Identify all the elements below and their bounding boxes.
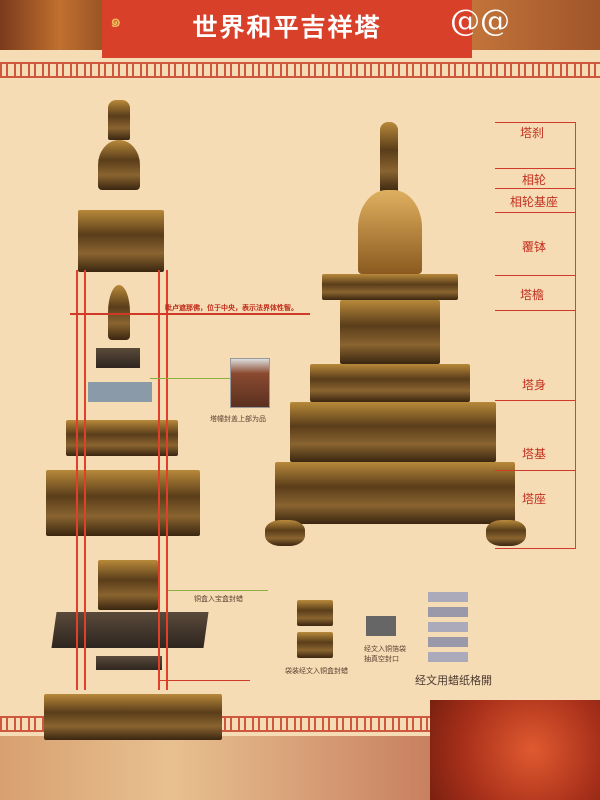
inner-plate [96,656,162,670]
guide-line [160,680,250,681]
wax-paper [428,637,468,647]
tiered-body [310,364,470,402]
label-pedestal: 塔座 [522,492,547,506]
vairocana-caption: 毗卢遮那佛，位于中央，表示法界体性智。 [165,303,298,312]
dome [358,190,422,274]
lion-foot [265,520,305,546]
pointer-line [150,378,230,379]
label-line [495,275,575,276]
copper-box [297,632,333,658]
top-box-caption: 塔幢封盖上部为品 [210,415,266,423]
bagged-scripture-caption: 袋装经文入铜盒封蜡 [285,667,348,675]
label-eave: 塔檐 [520,288,545,302]
copper-box-lid [297,600,333,626]
wax-paper [428,652,468,662]
label-dome: 覆钵 [522,240,547,254]
caption-line [70,313,310,315]
label-line [495,548,575,549]
guide-line [166,270,168,690]
label-line [495,310,575,311]
spire-top [108,100,130,140]
buddha-statue [108,285,130,340]
statue-base [96,348,140,368]
guide-line [158,270,160,690]
spire [380,122,398,192]
base-section [46,470,200,536]
cloud-icon: ๑ [110,11,122,32]
eave-section [78,210,164,272]
label-line [495,188,575,189]
label-rings: 相轮 [522,173,547,187]
copper-box-caption: 铜盒入宝盒封蜡 [194,595,243,603]
eave [322,274,458,300]
guide-line [84,270,86,690]
glass-case [230,358,270,408]
wax-paper [428,592,468,602]
shrine-body [340,300,440,364]
stupa-base [290,402,496,462]
guide-line [76,270,78,690]
label-body: 塔身 [522,378,547,392]
label-line [495,470,575,471]
meander-border-top [0,62,600,78]
spire-dome [98,140,140,190]
label-spire: 塔刹 [520,126,545,140]
lion-foot-pedestal [44,694,222,740]
stupa-pedestal [275,462,515,524]
label-line [495,212,575,213]
decorative-dragon [430,700,600,800]
treasure-box [98,560,158,610]
label-line [495,400,575,401]
wax-paper-caption: 经文用蜡纸格開 [415,674,492,687]
page-title: 世界和平吉祥塔 [192,13,382,42]
lion-foot [486,520,526,546]
wax-paper [428,622,468,632]
label-line [495,122,575,123]
label-ring-base: 相轮基座 [510,195,559,209]
inner-box [88,382,152,402]
cloud-icon: @@ [450,4,510,39]
decorative-carving [0,736,430,800]
wax-paper [428,607,468,617]
label-line [495,168,575,169]
foil-bag-caption: 经文入铜箔袋 抽真空封口 [364,645,406,663]
label-foundation: 塔基 [522,447,547,461]
title-banner [102,0,472,58]
body-section [66,420,178,456]
foil-bag [366,616,396,636]
pointer-line [168,590,268,591]
bracket-line [575,122,576,549]
